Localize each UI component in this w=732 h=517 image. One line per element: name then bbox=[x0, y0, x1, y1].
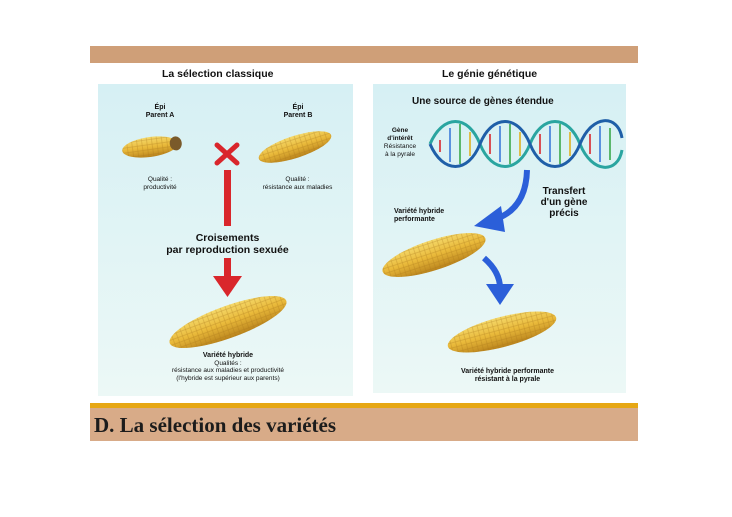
right-panel-subtitle: Une source de gènes étendue bbox=[412, 96, 554, 107]
blue-transfer-arrow-icon bbox=[474, 169, 530, 232]
caption-accent-line bbox=[90, 403, 638, 408]
red-cross-icon bbox=[214, 142, 240, 166]
left-panel-title: La sélection classique bbox=[162, 68, 274, 80]
parent-a-quality: Qualité :productivité bbox=[143, 176, 177, 191]
top-band bbox=[90, 46, 638, 63]
gene-label: Gène d'intérêt Résistance à la pyrale bbox=[383, 127, 417, 158]
corn-hybrid-right-top bbox=[382, 233, 486, 277]
red-down-arrow-icon bbox=[213, 170, 242, 297]
right-panel-title: Le génie génétique bbox=[442, 68, 538, 80]
dna-helix-icon bbox=[428, 119, 624, 169]
corn-hybrid-right-bottom bbox=[447, 311, 557, 353]
left-result-caption: Variété hybride Qualités : résistance au… bbox=[171, 352, 284, 382]
parent-b-quality: Qualité :résistance aux maladies bbox=[262, 176, 333, 191]
caption-band bbox=[90, 408, 638, 441]
blue-down-arrow-icon bbox=[481, 255, 514, 305]
corn-hybrid-left bbox=[169, 296, 287, 348]
corn-parent-a bbox=[122, 136, 182, 158]
figure-caption: D. La sélection des variétés bbox=[94, 413, 337, 437]
corn-parent-b bbox=[258, 131, 332, 163]
